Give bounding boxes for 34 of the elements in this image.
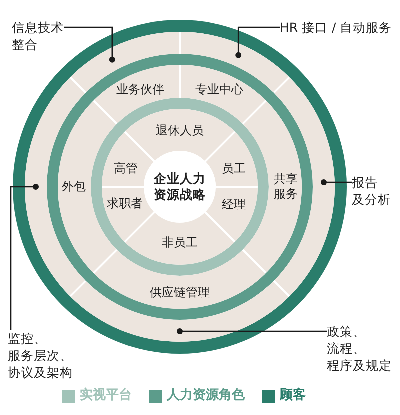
leader-line [236, 26, 280, 58]
ring-segment [25, 77, 86, 297]
ring-segment [93, 249, 267, 309]
callout-label: 监控、服务层次、协议及架构 [8, 330, 73, 381]
callout-label: 信息技术整合 [12, 19, 64, 53]
segment-label: 退休人员 [156, 124, 204, 138]
leader-line [10, 184, 39, 330]
segment-label: 高管 [114, 162, 138, 176]
ring-segment [205, 131, 258, 187]
ring-segment [205, 187, 258, 243]
segment-label: 业务伙伴 [116, 82, 165, 98]
segment-label: 供应链管理 [150, 286, 210, 300]
segment-label: 非员工 [162, 236, 198, 250]
ring-segment [102, 187, 155, 243]
segment-label: 求职者 [107, 196, 143, 212]
ring-segment [179, 65, 267, 125]
segment-label: 专业中心 [195, 82, 244, 98]
ring-segment [274, 77, 335, 297]
segment-label: 员工 [222, 162, 246, 176]
leader-line [177, 328, 327, 334]
leader-line [321, 180, 352, 186]
legend-label: 实视平台 [80, 388, 132, 404]
segment-label: 共享服务 [274, 172, 298, 202]
segment-label: 经理 [222, 198, 246, 212]
callout-label: HR 接口 / 自动服务 [280, 19, 392, 36]
callout-label: 政策、流程、程序及规定 [327, 323, 392, 374]
legend-label: 顾客 [280, 388, 306, 404]
ring-segment [93, 65, 180, 125]
leader-line [64, 26, 116, 63]
ring-segment [102, 131, 155, 187]
legend-label: 人力资源角色 [167, 388, 245, 404]
callout-label: 报告及分析 [352, 174, 391, 208]
ring-segment [70, 281, 290, 342]
segment-label: 外包 [62, 180, 86, 194]
